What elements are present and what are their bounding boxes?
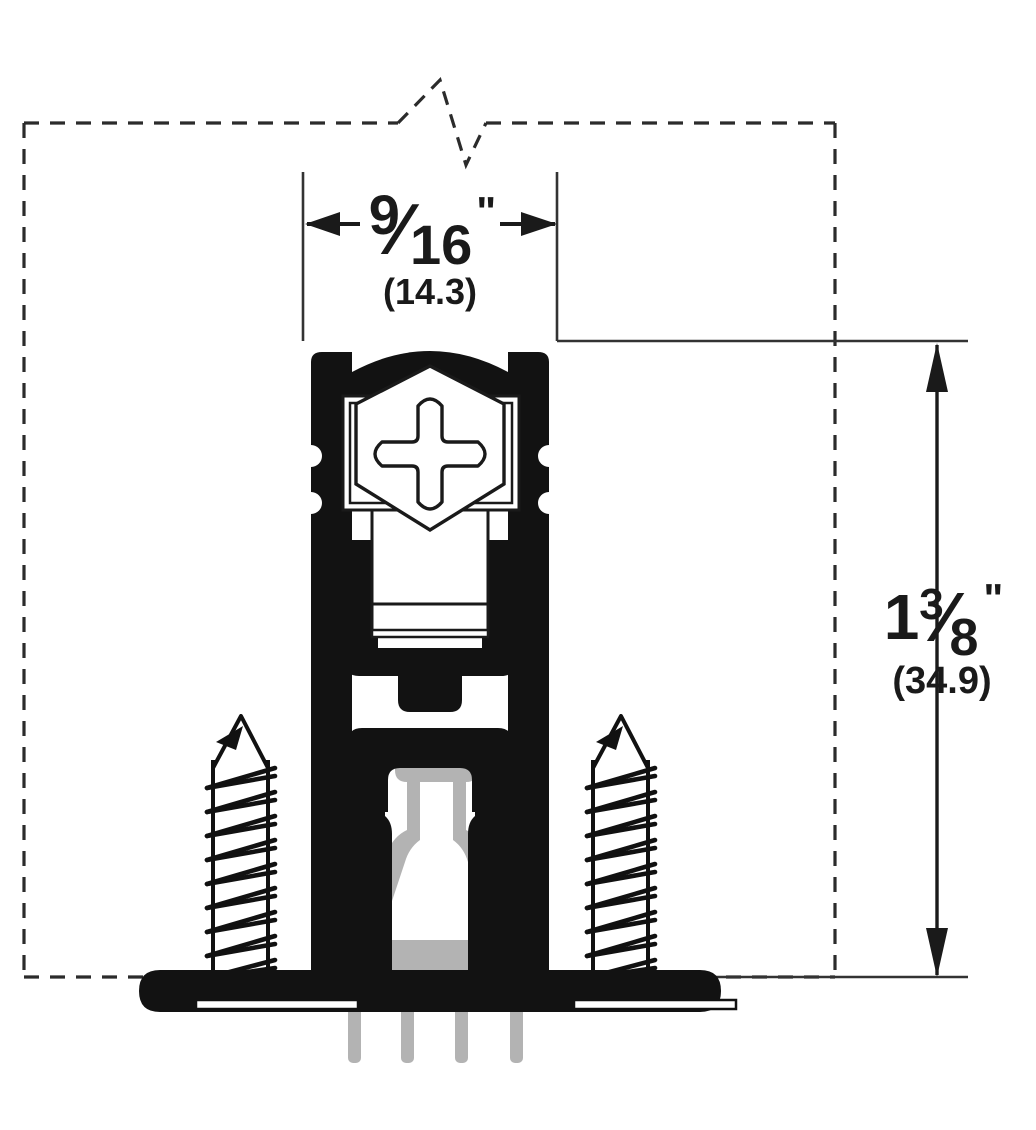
housing-notch-right-lower [538, 492, 560, 514]
housing-mid-crossbar [348, 728, 512, 812]
width-metric-value: (14.3) [382, 271, 478, 312]
mounting-screw-left [204, 714, 278, 981]
width-arrow-right [521, 212, 557, 236]
height-arrow-bottom [926, 928, 948, 977]
width-dimension-label: 9⁄16" (14.3) [355, 187, 505, 312]
housing-web-upper [345, 648, 515, 712]
height-metric-value: (34.9) [892, 660, 992, 702]
screw-point-right [591, 714, 650, 769]
width-numerator: 9 [368, 183, 400, 246]
height-denominator: 8 [949, 609, 979, 667]
mounting-screw-right [584, 714, 658, 981]
phillips-cross-recess [373, 397, 487, 511]
width-denominator: 16 [409, 213, 473, 276]
hex-head-phillips-screw [341, 364, 521, 639]
seal-stem-void [379, 782, 494, 940]
width-inch-mark: " [476, 188, 496, 235]
height-arrow-top [926, 343, 948, 392]
break-line-zigzag [396, 76, 488, 170]
width-arrow-left [305, 212, 340, 236]
height-numerator: 3 [919, 580, 944, 629]
screw-point-left [211, 714, 270, 769]
height-dimension [557, 339, 968, 979]
flange-gasket-left [194, 998, 360, 1011]
housing-outer-leg-left [311, 640, 352, 975]
screw-shank-base [370, 628, 490, 639]
housing-outer-leg-right [508, 640, 549, 975]
housing-notch-left-upper [300, 445, 322, 467]
height-fraction-slash: ⁄ [939, 578, 952, 656]
height-inch-mark: " [983, 575, 1003, 622]
width-dimension [301, 172, 559, 341]
housing-notch-right-upper [538, 445, 560, 467]
housing-notch-left-lower [300, 492, 322, 514]
flange-gasket-right [572, 998, 738, 1011]
height-dimension-label: 13⁄8" (34.9) [856, 578, 1028, 702]
height-whole-number: 1 [883, 581, 920, 653]
width-fraction-slash: ⁄ [393, 190, 406, 270]
